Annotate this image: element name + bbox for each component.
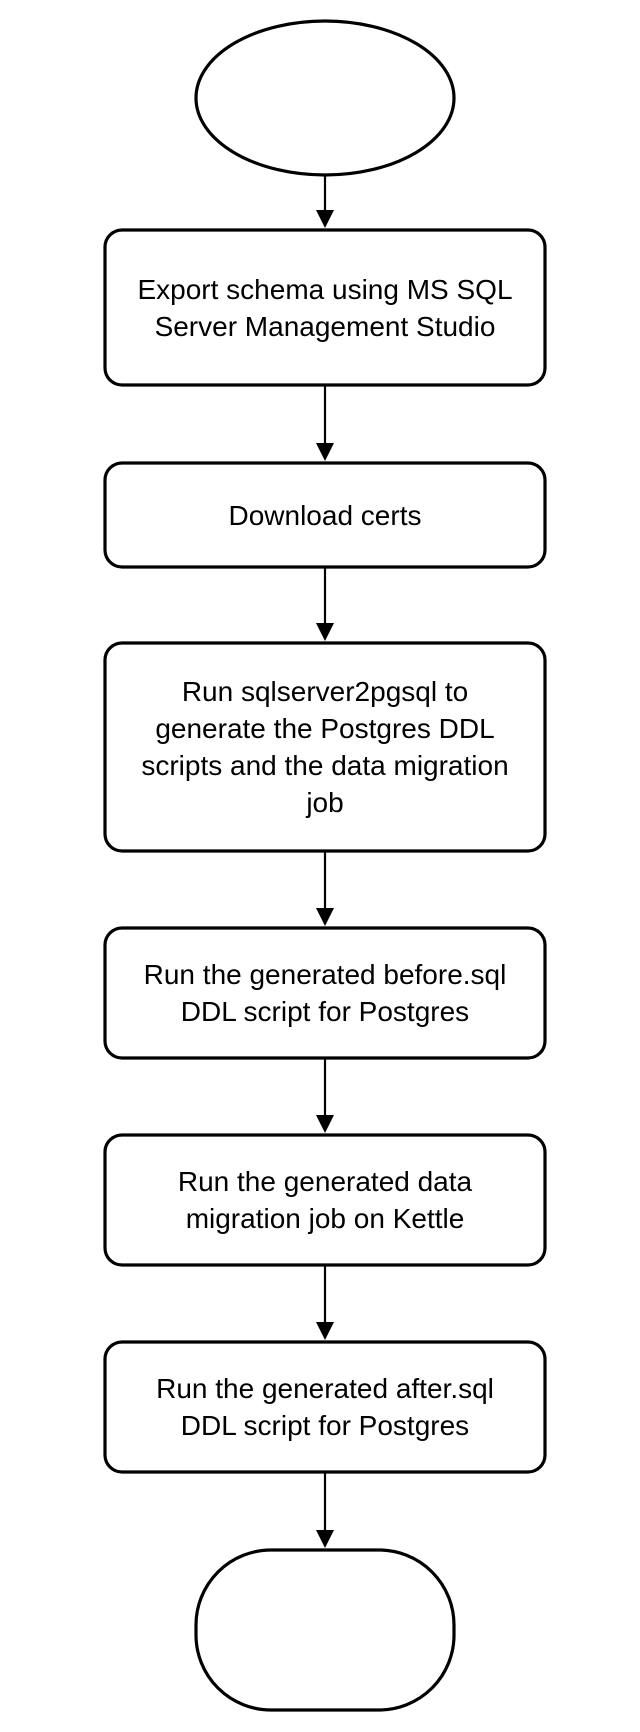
arrowhead-before-to-migration (316, 1115, 334, 1133)
start-terminal (194, 19, 456, 177)
arrowhead-start-to-export (316, 210, 334, 228)
arrowhead-migration-to-after (316, 1322, 334, 1340)
step-run-after-sql-box (103, 1340, 547, 1474)
arrowhead-download-to-sqlserver2pgsql (316, 623, 334, 641)
step-run-sqlserver2pgsql-box (103, 641, 547, 853)
step-run-before-sql-box (103, 926, 547, 1060)
arrowhead-export-to-download (316, 443, 334, 461)
step-export-schema-box (103, 228, 547, 387)
step-run-migration-job-box (103, 1133, 547, 1267)
end-terminal (194, 1548, 456, 1712)
arrowhead-sqlserver2pgsql-to-before (316, 908, 334, 926)
step-download-certs-box (103, 461, 547, 569)
arrowhead-after-to-end (316, 1530, 334, 1548)
